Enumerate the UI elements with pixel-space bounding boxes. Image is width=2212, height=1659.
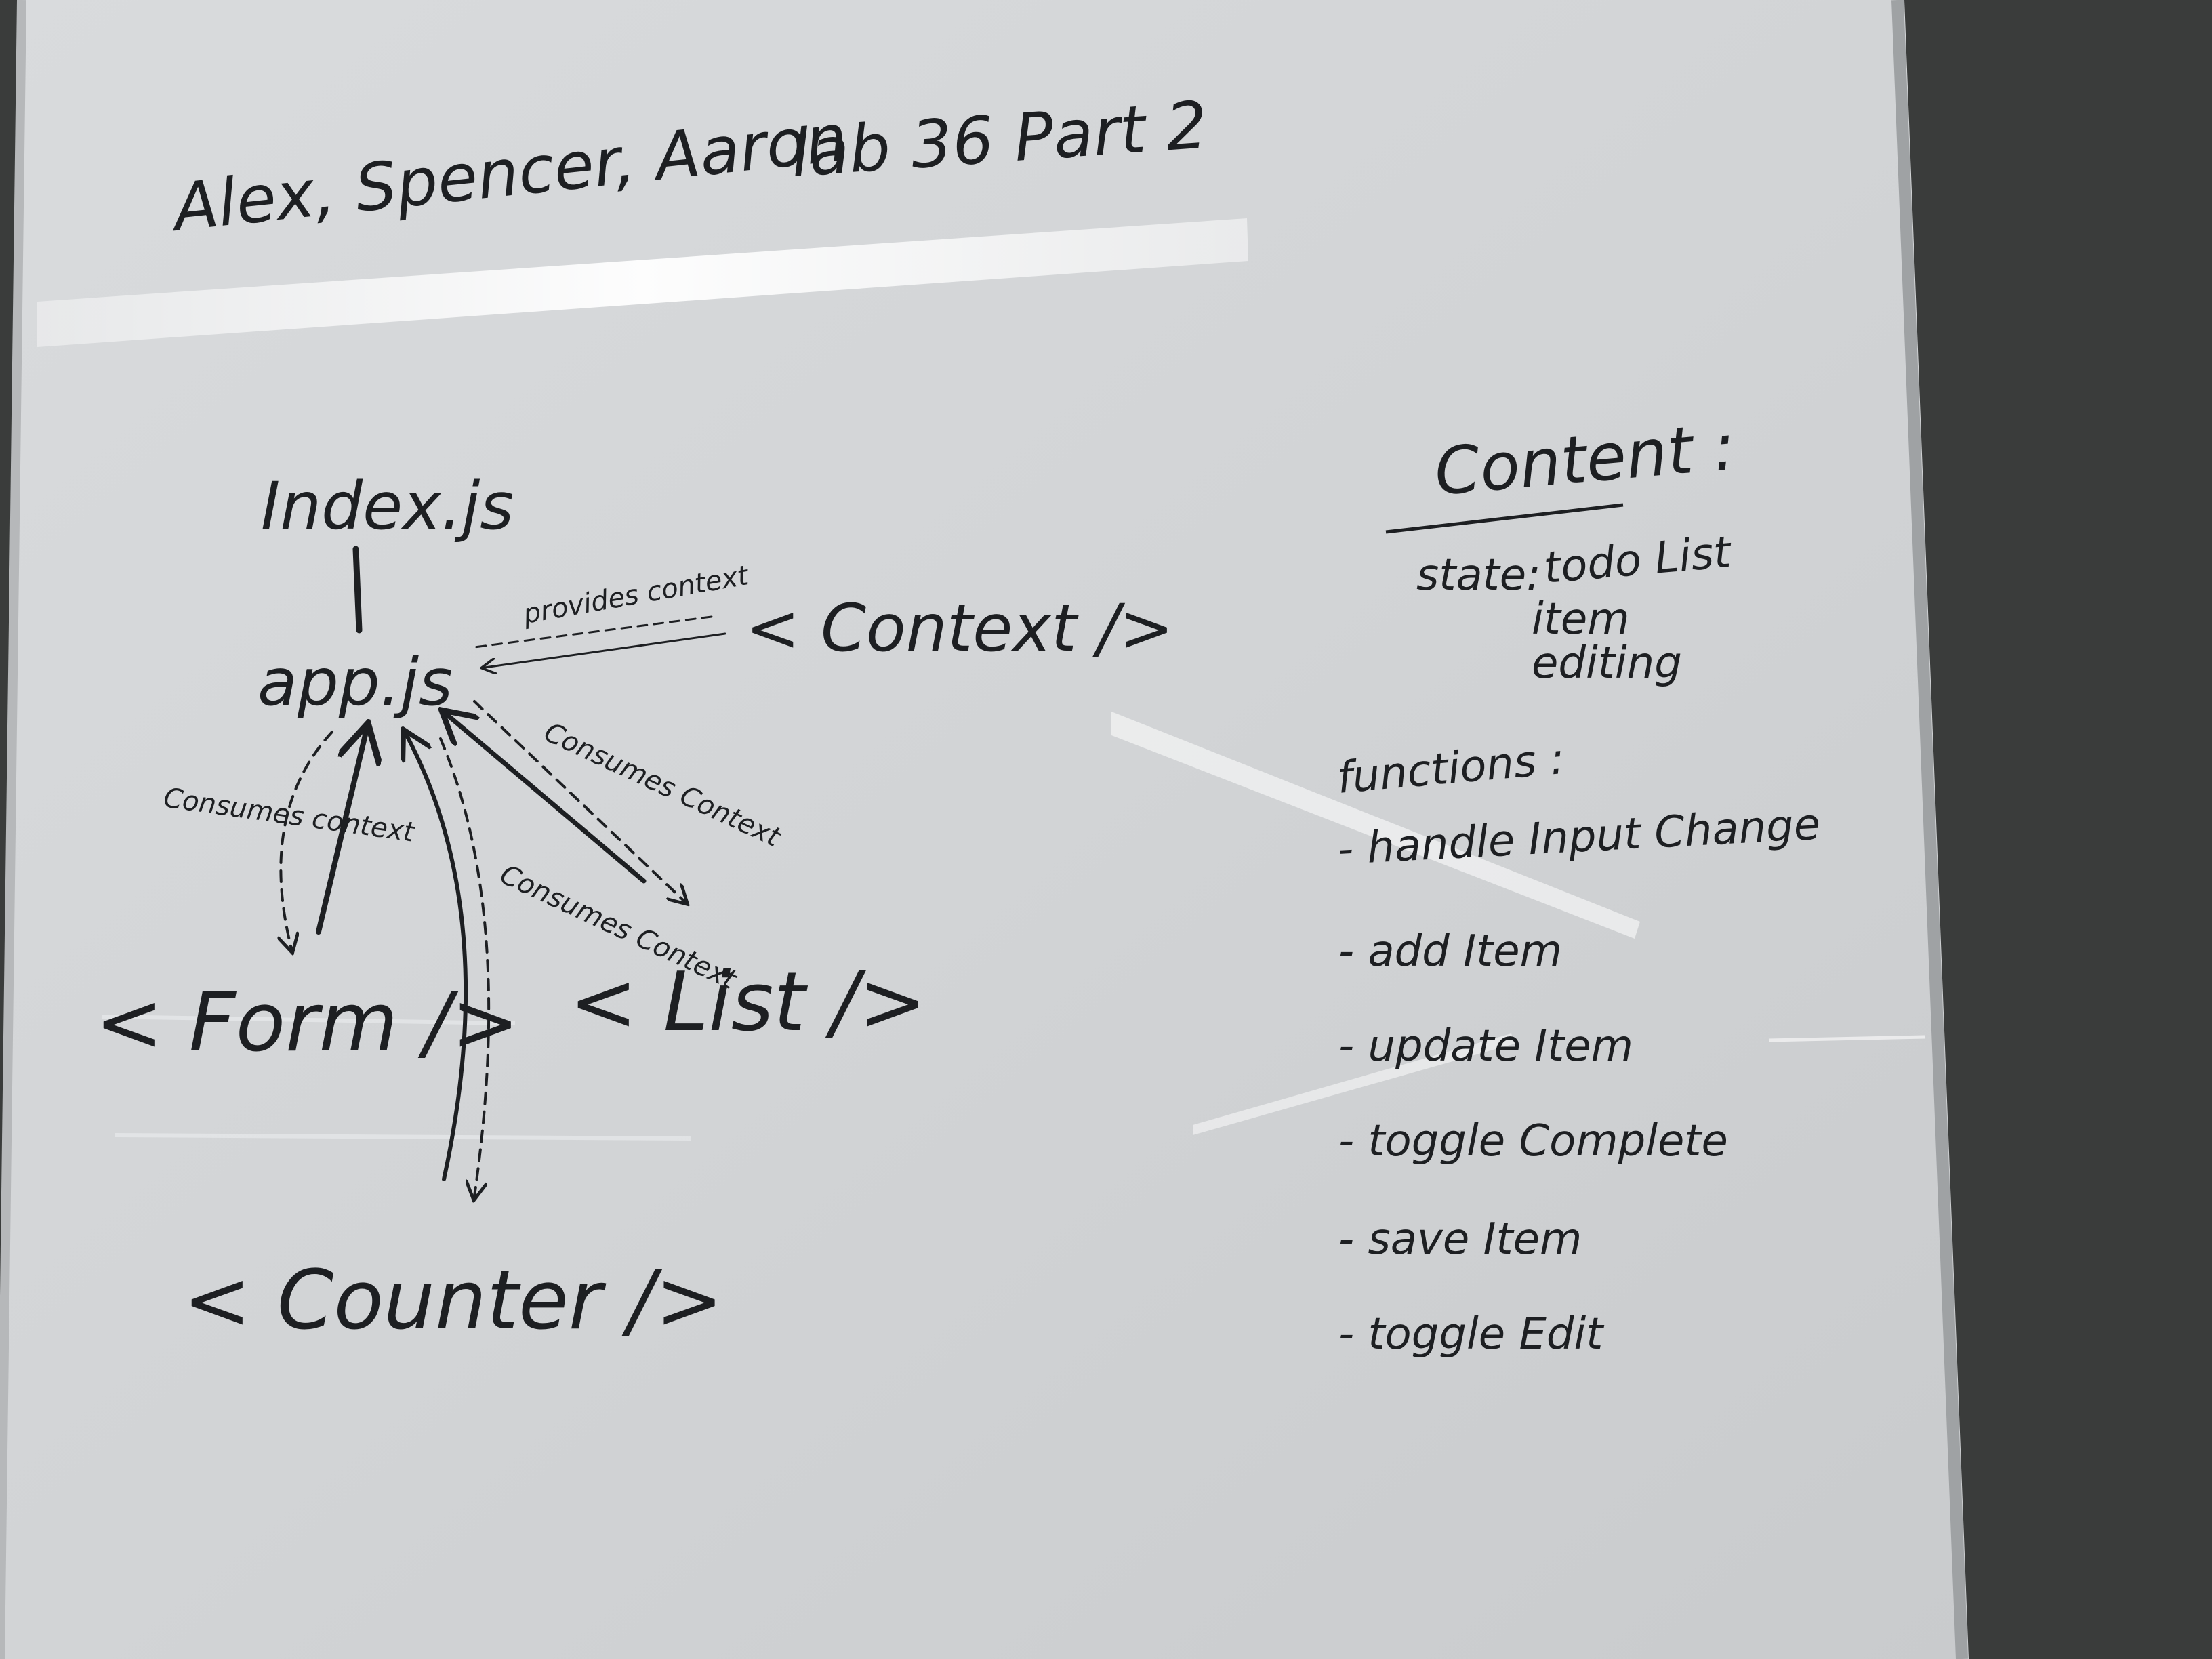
node-context: < Context /> [745, 590, 1174, 666]
state-label: state: [1416, 550, 1541, 600]
function-item: - update Item [1338, 1021, 1633, 1071]
light-glare [37, 218, 1248, 347]
node-list: < List /> [569, 956, 927, 1050]
state-item: item [1532, 594, 1630, 644]
function-item: - save Item [1338, 1214, 1582, 1265]
edge-list-app [447, 715, 647, 884]
edge-app-list-dashed [473, 700, 684, 901]
node-form: < Form /> [95, 976, 519, 1070]
node-index-js: Index.js [261, 468, 514, 544]
edge-counter-app [407, 735, 468, 1181]
function-item: - toggle Edit [1338, 1309, 1605, 1359]
function-item: - toggle Complete [1338, 1116, 1728, 1166]
edge-app-form-dashed [281, 731, 333, 949]
edge-context-app [485, 632, 726, 668]
edge-form-app [316, 732, 366, 935]
node-app-js: app.js [258, 644, 453, 720]
function-item: - add Item [1338, 926, 1562, 977]
whiteboard-surface [0, 0, 1969, 1659]
state-item: editing [1532, 638, 1682, 689]
edge-index-app [352, 546, 363, 634]
node-counter: < Counter /> [183, 1254, 723, 1348]
edge-app-counter-dashed [439, 737, 491, 1196]
